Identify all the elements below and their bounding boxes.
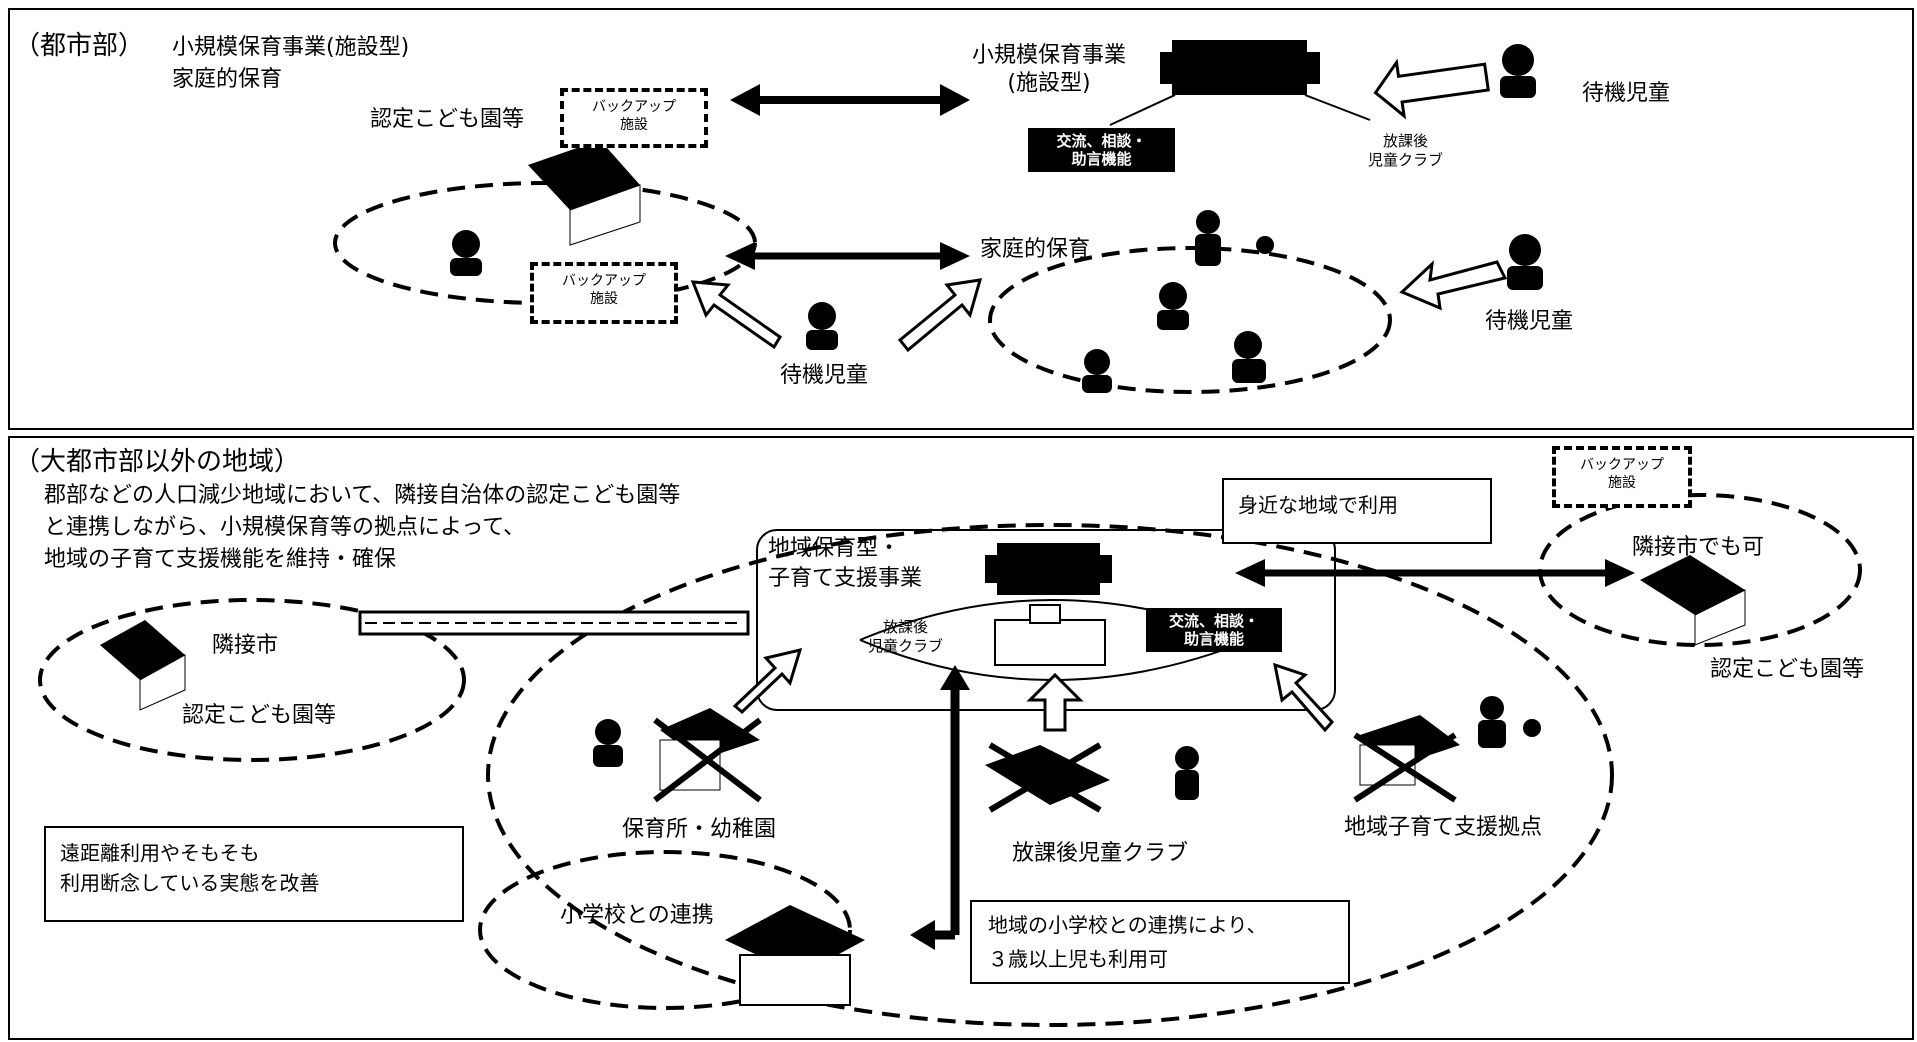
right-certified-label: 認定こども園等: [1710, 657, 1865, 682]
connector-line: [1109, 94, 1176, 126]
small-scale-title: 小規模保育事業 (施設型): [972, 43, 1127, 96]
child-icon: [450, 44, 1543, 393]
school-collab-label: 小学校との連携: [560, 903, 714, 928]
regional-area: [486, 523, 1614, 1027]
rural-panel: [8, 436, 1914, 1040]
neighbor-city-area: [38, 598, 466, 762]
regional-hub-label: 地域子育て支援拠点: [1344, 815, 1543, 840]
small-scale-facility-icon: [1160, 40, 1320, 95]
connector-line: [1304, 94, 1371, 121]
improvement-box: 遠距離利用やそもそも 利用断念している実態を改善: [44, 826, 464, 922]
closed-hub-icon: [1353, 715, 1460, 803]
afterschool-club-label: 放課後児童クラブ: [1012, 841, 1189, 866]
urban-subtitle: 家庭的保育: [172, 67, 283, 92]
waiting-children-label: 待機児童: [780, 363, 869, 388]
road-icon: [358, 610, 750, 636]
urban-heading: （都市部）: [14, 31, 145, 61]
elementary-school-icon: [725, 905, 865, 1006]
urban-panel: [8, 8, 1914, 430]
home-care-area: [988, 246, 1392, 394]
link-arrow-bottom: [1235, 559, 1635, 587]
waiting-children-label: 待機児童: [1582, 81, 1671, 106]
closed-nursery-icon: [653, 708, 762, 803]
rural-description: 郡部などの人口減少地域において、隣接自治体の認定こども園等 と連携しながら、小規…: [44, 483, 681, 572]
closed-afterschool-icon: [985, 742, 1110, 813]
child-icon: [593, 696, 1541, 800]
urban-title: 小規模保育事業(施設型): [172, 35, 410, 60]
link-arrow-middle: [725, 242, 970, 270]
hollow-arrow-icon: [690, 58, 1508, 353]
school-area: [478, 850, 852, 1010]
certified-center-building-icon: [528, 140, 641, 246]
backup-facility-box: バックアップ 施設: [1552, 446, 1692, 508]
right-certified-building-icon: [1640, 555, 1746, 646]
afterschool-inner-label: 放課後 児童クラブ: [868, 618, 944, 655]
exchange-consult-badge: 交流、相談・ 助言機能: [1146, 608, 1282, 652]
link-arrow-top: [730, 84, 970, 116]
hollow-arrow-icon: [732, 647, 1335, 733]
school-link-arrow: [910, 665, 970, 950]
regional-type-label: 地域保育型・ 子育て支援事業: [768, 536, 923, 591]
backup-facility-box: バックアップ 施設: [530, 262, 678, 324]
neighbor-city-ok-label: 隣接市でも可: [1632, 535, 1765, 560]
school-building-icon: [994, 604, 1106, 666]
backup-facility-box: バックアップ 施設: [560, 88, 708, 148]
nursery-kindergarten-label: 保育所・幼稚園: [622, 817, 777, 842]
rural-heading: （大都市部以外の地域）: [14, 447, 301, 477]
certified-center-label: 認定こども園等: [370, 107, 525, 132]
waiting-children-label: 待機児童: [1485, 309, 1574, 334]
neighbor-certified-label: 認定こども園等: [182, 703, 337, 728]
afterschool-club-label: 放課後 児童クラブ: [1368, 132, 1444, 169]
exchange-consult-badge: 交流、相談・ 助言機能: [1028, 128, 1175, 172]
neighbor-city-label: 隣接市: [212, 633, 279, 658]
regional-facility-icon: [985, 543, 1112, 595]
local-use-box: 身近な地域で利用: [1222, 478, 1492, 544]
neighbor-building-icon: [100, 620, 186, 711]
school-collab-box: 地域の小学校との連携により、 ３歳以上児も利用可: [970, 900, 1350, 984]
home-based-care-label: 家庭的保育: [980, 237, 1091, 262]
